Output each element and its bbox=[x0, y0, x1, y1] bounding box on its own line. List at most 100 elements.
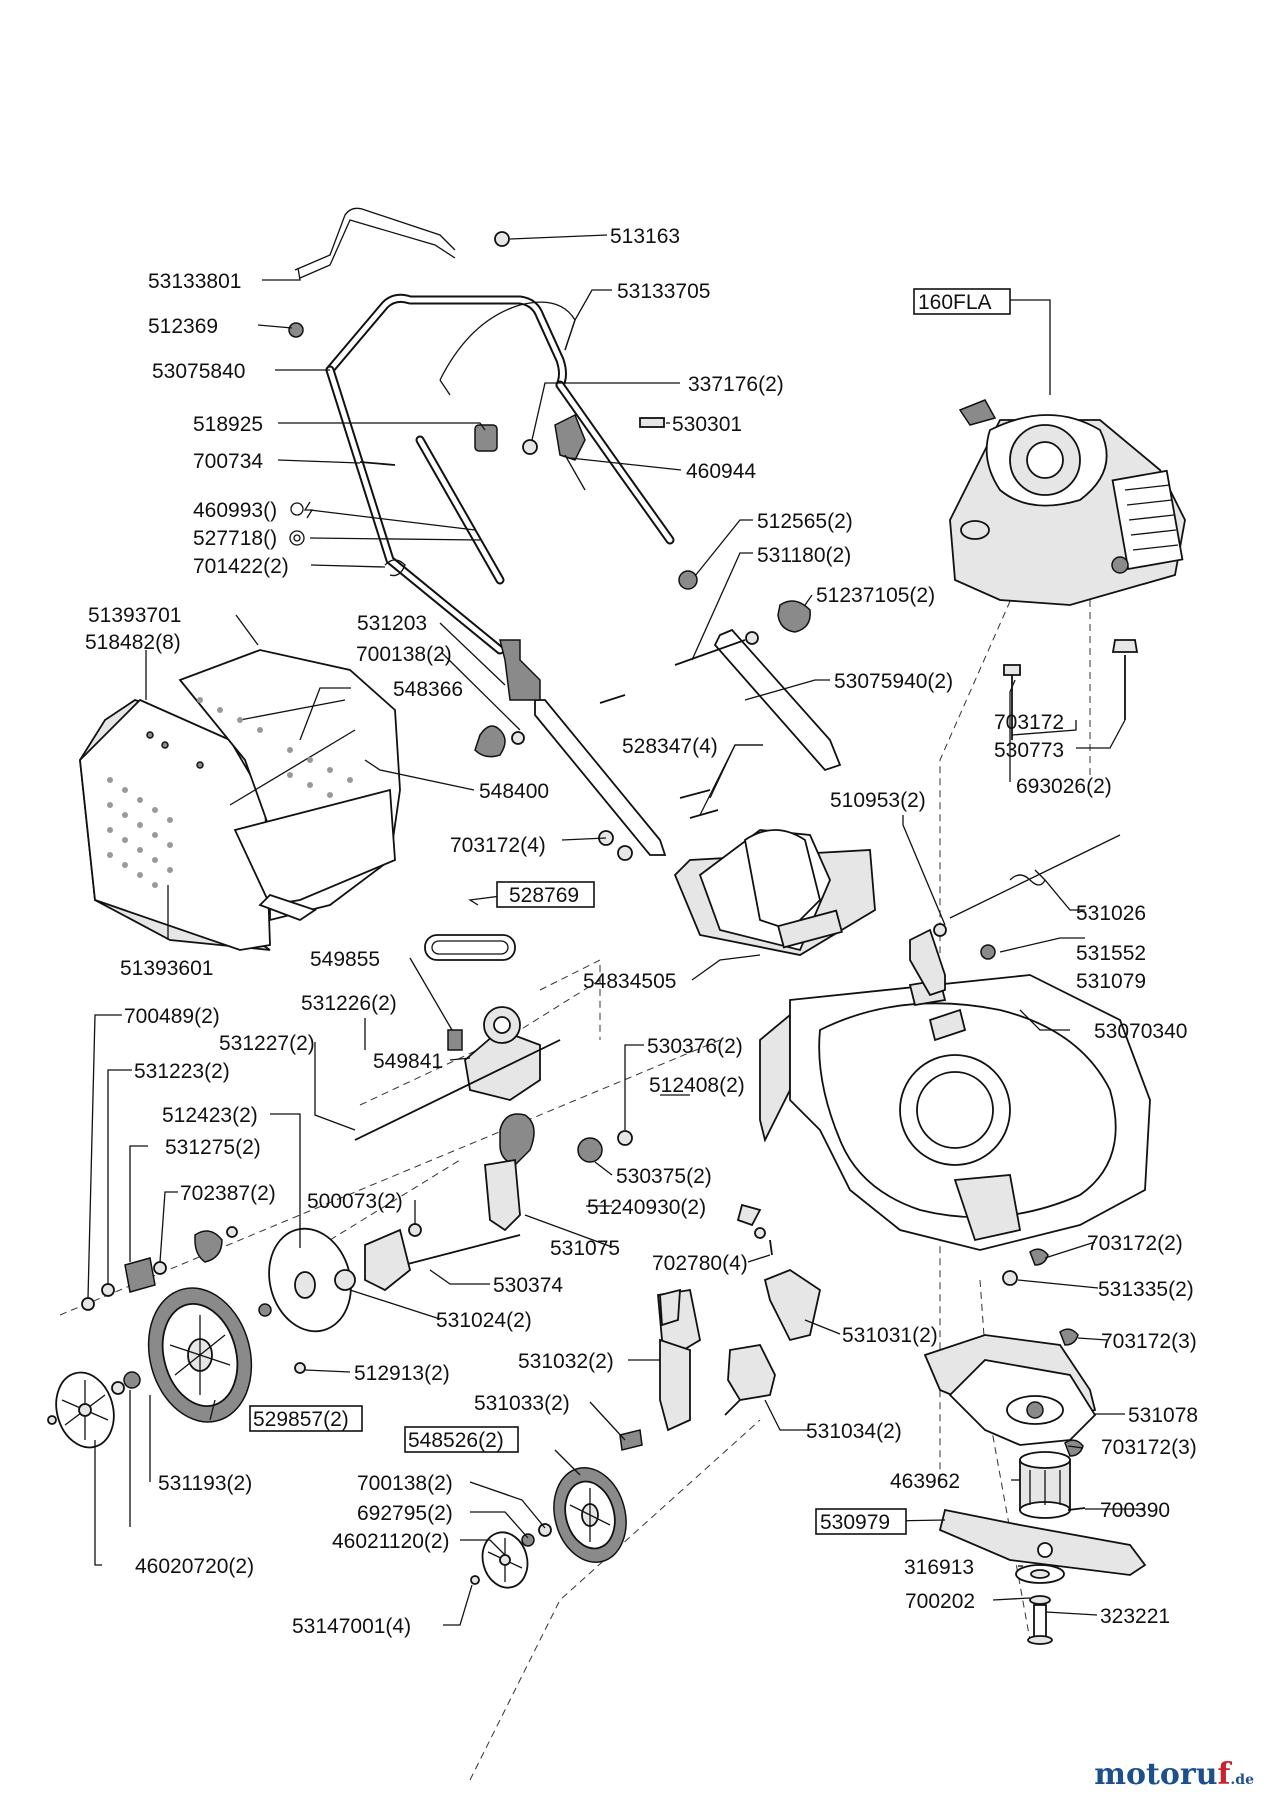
part-label: 53133705 bbox=[617, 280, 710, 303]
symbol-icons bbox=[289, 501, 314, 546]
mower-deck bbox=[759, 974, 1151, 1251]
part-label: 53075840 bbox=[152, 360, 245, 383]
part-label: 51393601 bbox=[120, 957, 213, 980]
nut-703172-3a bbox=[1059, 1328, 1079, 1346]
rear-flap bbox=[673, 829, 876, 956]
nut-692795 bbox=[521, 1533, 535, 1547]
part-label: 530376(2) bbox=[647, 1035, 743, 1058]
parts-illustrations bbox=[47, 207, 1186, 1781]
part-label: 702780(4) bbox=[652, 1252, 748, 1275]
front-wheel bbox=[553, 1467, 627, 1563]
bail-lever bbox=[439, 301, 576, 396]
nut-531193 bbox=[123, 1371, 141, 1389]
part-label: 531227(2) bbox=[219, 1032, 315, 1055]
part-label: 518482(8) bbox=[85, 631, 181, 654]
screw-512408 bbox=[754, 1227, 766, 1239]
arm-531032 bbox=[659, 1338, 691, 1432]
gear-512423 bbox=[194, 1230, 223, 1263]
part-label: 700138(2) bbox=[356, 643, 452, 666]
part-label: 693026(2) bbox=[1016, 775, 1112, 798]
washer-700202 bbox=[1029, 1595, 1051, 1605]
bolt-700734 bbox=[359, 461, 396, 466]
clamp-518925 bbox=[474, 424, 498, 452]
label-box bbox=[913, 288, 1011, 315]
part-label: 512913(2) bbox=[354, 1362, 450, 1385]
front-axle bbox=[364, 1228, 521, 1292]
engine-160fla bbox=[949, 399, 1186, 606]
hubcap-rear bbox=[47, 1371, 115, 1449]
switch-cable bbox=[564, 454, 586, 491]
part-label: 701422(2) bbox=[193, 555, 289, 578]
bolt-702780 bbox=[769, 1239, 773, 1256]
washer-531335 bbox=[1002, 1270, 1018, 1286]
washer-small bbox=[226, 1226, 238, 1238]
part-label: 700489(2) bbox=[124, 1005, 220, 1028]
part-label: 51393701 bbox=[88, 604, 181, 627]
leader-lines bbox=[87, 234, 1145, 1626]
part-label: 512408(2) bbox=[649, 1074, 745, 1097]
label-box bbox=[815, 1508, 907, 1535]
drive-gear bbox=[499, 1113, 535, 1166]
part-label: 548400 bbox=[479, 780, 549, 803]
part-label: 703172(3) bbox=[1101, 1330, 1197, 1353]
screw-530301 bbox=[639, 417, 665, 428]
washer-531223 bbox=[101, 1283, 115, 1297]
part-label: 530301 bbox=[672, 413, 742, 436]
part-labels: 513163 53133801 53133705 512369 53075840… bbox=[85, 225, 1198, 1638]
gear-bracket-531075 bbox=[484, 1158, 521, 1232]
gearbox bbox=[354, 1006, 561, 1141]
boxed-part-label: 160FLA bbox=[918, 291, 992, 314]
pin-531034 bbox=[724, 1399, 741, 1416]
part-label: 531552 bbox=[1076, 942, 1146, 965]
washer-500073 bbox=[408, 1223, 422, 1237]
part-label: 512369 bbox=[148, 315, 218, 338]
bolt-head bbox=[1003, 664, 1021, 676]
part-label: 531335(2) bbox=[1098, 1278, 1194, 1301]
boxed-part-label: 548526(2) bbox=[408, 1429, 504, 1452]
washer-700489 bbox=[81, 1297, 95, 1311]
part-label: 549855 bbox=[310, 948, 380, 971]
label-box bbox=[404, 1426, 519, 1453]
bracket-531034 bbox=[727, 1344, 776, 1401]
lower-handle-tube bbox=[415, 435, 505, 585]
rear-wheel bbox=[147, 1287, 253, 1423]
height-lever-right bbox=[674, 570, 842, 772]
pin-512913 bbox=[294, 1362, 306, 1374]
washer-316913-hole bbox=[1030, 1569, 1050, 1579]
lever-531032 bbox=[659, 1288, 681, 1327]
height-lever bbox=[474, 639, 667, 856]
cap-53147001 bbox=[470, 1575, 480, 1585]
part-label: 531079 bbox=[1076, 970, 1146, 993]
part-label: 703172 bbox=[994, 711, 1064, 734]
part-label: 53075940(2) bbox=[834, 670, 953, 693]
part-label: 460993() bbox=[193, 499, 277, 522]
part-label: 531031(2) bbox=[842, 1324, 938, 1347]
bushing bbox=[258, 1303, 272, 1317]
part-label: 531226(2) bbox=[301, 992, 397, 1015]
upper-handle-bar bbox=[325, 293, 675, 655]
part-label: 531033(2) bbox=[474, 1392, 570, 1415]
part-label: 528347(4) bbox=[622, 735, 718, 758]
bell-symbol-icon bbox=[290, 502, 304, 516]
nut-703172-2 bbox=[1029, 1248, 1049, 1266]
part-label: 512565(2) bbox=[757, 510, 853, 533]
washer-530376 bbox=[617, 1130, 633, 1146]
watermark-logo: motoruf.de bbox=[1094, 1757, 1254, 1792]
part-label: 531223(2) bbox=[134, 1060, 230, 1083]
part-label: 703172(2) bbox=[1087, 1232, 1183, 1255]
label-box bbox=[496, 881, 595, 908]
rear-bracket bbox=[909, 928, 946, 997]
grass-catcher-bag bbox=[79, 649, 401, 951]
nut-512369 bbox=[288, 322, 304, 338]
part-label: 700202 bbox=[905, 1590, 975, 1613]
part-label: 531075 bbox=[550, 1237, 620, 1260]
blade-bolt-323221 bbox=[1033, 1604, 1047, 1641]
ring-symbol-inner bbox=[293, 534, 301, 542]
washer-702387 bbox=[153, 1261, 167, 1275]
part-label: 518925 bbox=[193, 413, 263, 436]
part-label: 512423(2) bbox=[162, 1104, 258, 1127]
part-label: 527718() bbox=[193, 527, 277, 550]
washer-700138 bbox=[111, 1381, 125, 1395]
blade-bolt-head bbox=[1027, 1635, 1053, 1645]
boxed-part-label: 530979 bbox=[820, 1511, 890, 1534]
